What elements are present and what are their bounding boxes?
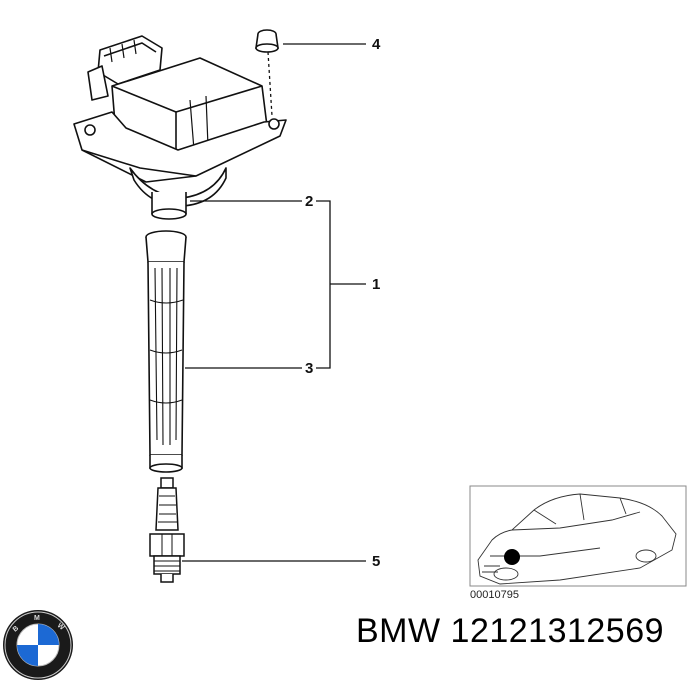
spark-plug	[149, 477, 185, 583]
bmw-logo: B M W	[3, 610, 73, 680]
ignition-boot	[145, 230, 187, 473]
nut-part	[255, 29, 279, 53]
ignition-coil	[73, 35, 287, 220]
part-number-title: BMW 12121312569	[356, 612, 665, 650]
inset-diagram-code: 00010795	[470, 589, 519, 601]
vehicle-location-inset: 00010795	[469, 485, 687, 601]
svg-text:M: M	[34, 615, 40, 622]
callout-1: 1	[372, 276, 380, 293]
callout-5: 5	[372, 553, 380, 570]
callout-2: 2	[305, 193, 313, 210]
svg-text:B: B	[12, 625, 20, 634]
callout-3: 3	[305, 360, 313, 377]
location-marker-icon	[504, 549, 520, 565]
svg-text:W: W	[56, 622, 66, 632]
callout-4: 4	[372, 36, 381, 53]
leader-lines	[182, 43, 366, 562]
